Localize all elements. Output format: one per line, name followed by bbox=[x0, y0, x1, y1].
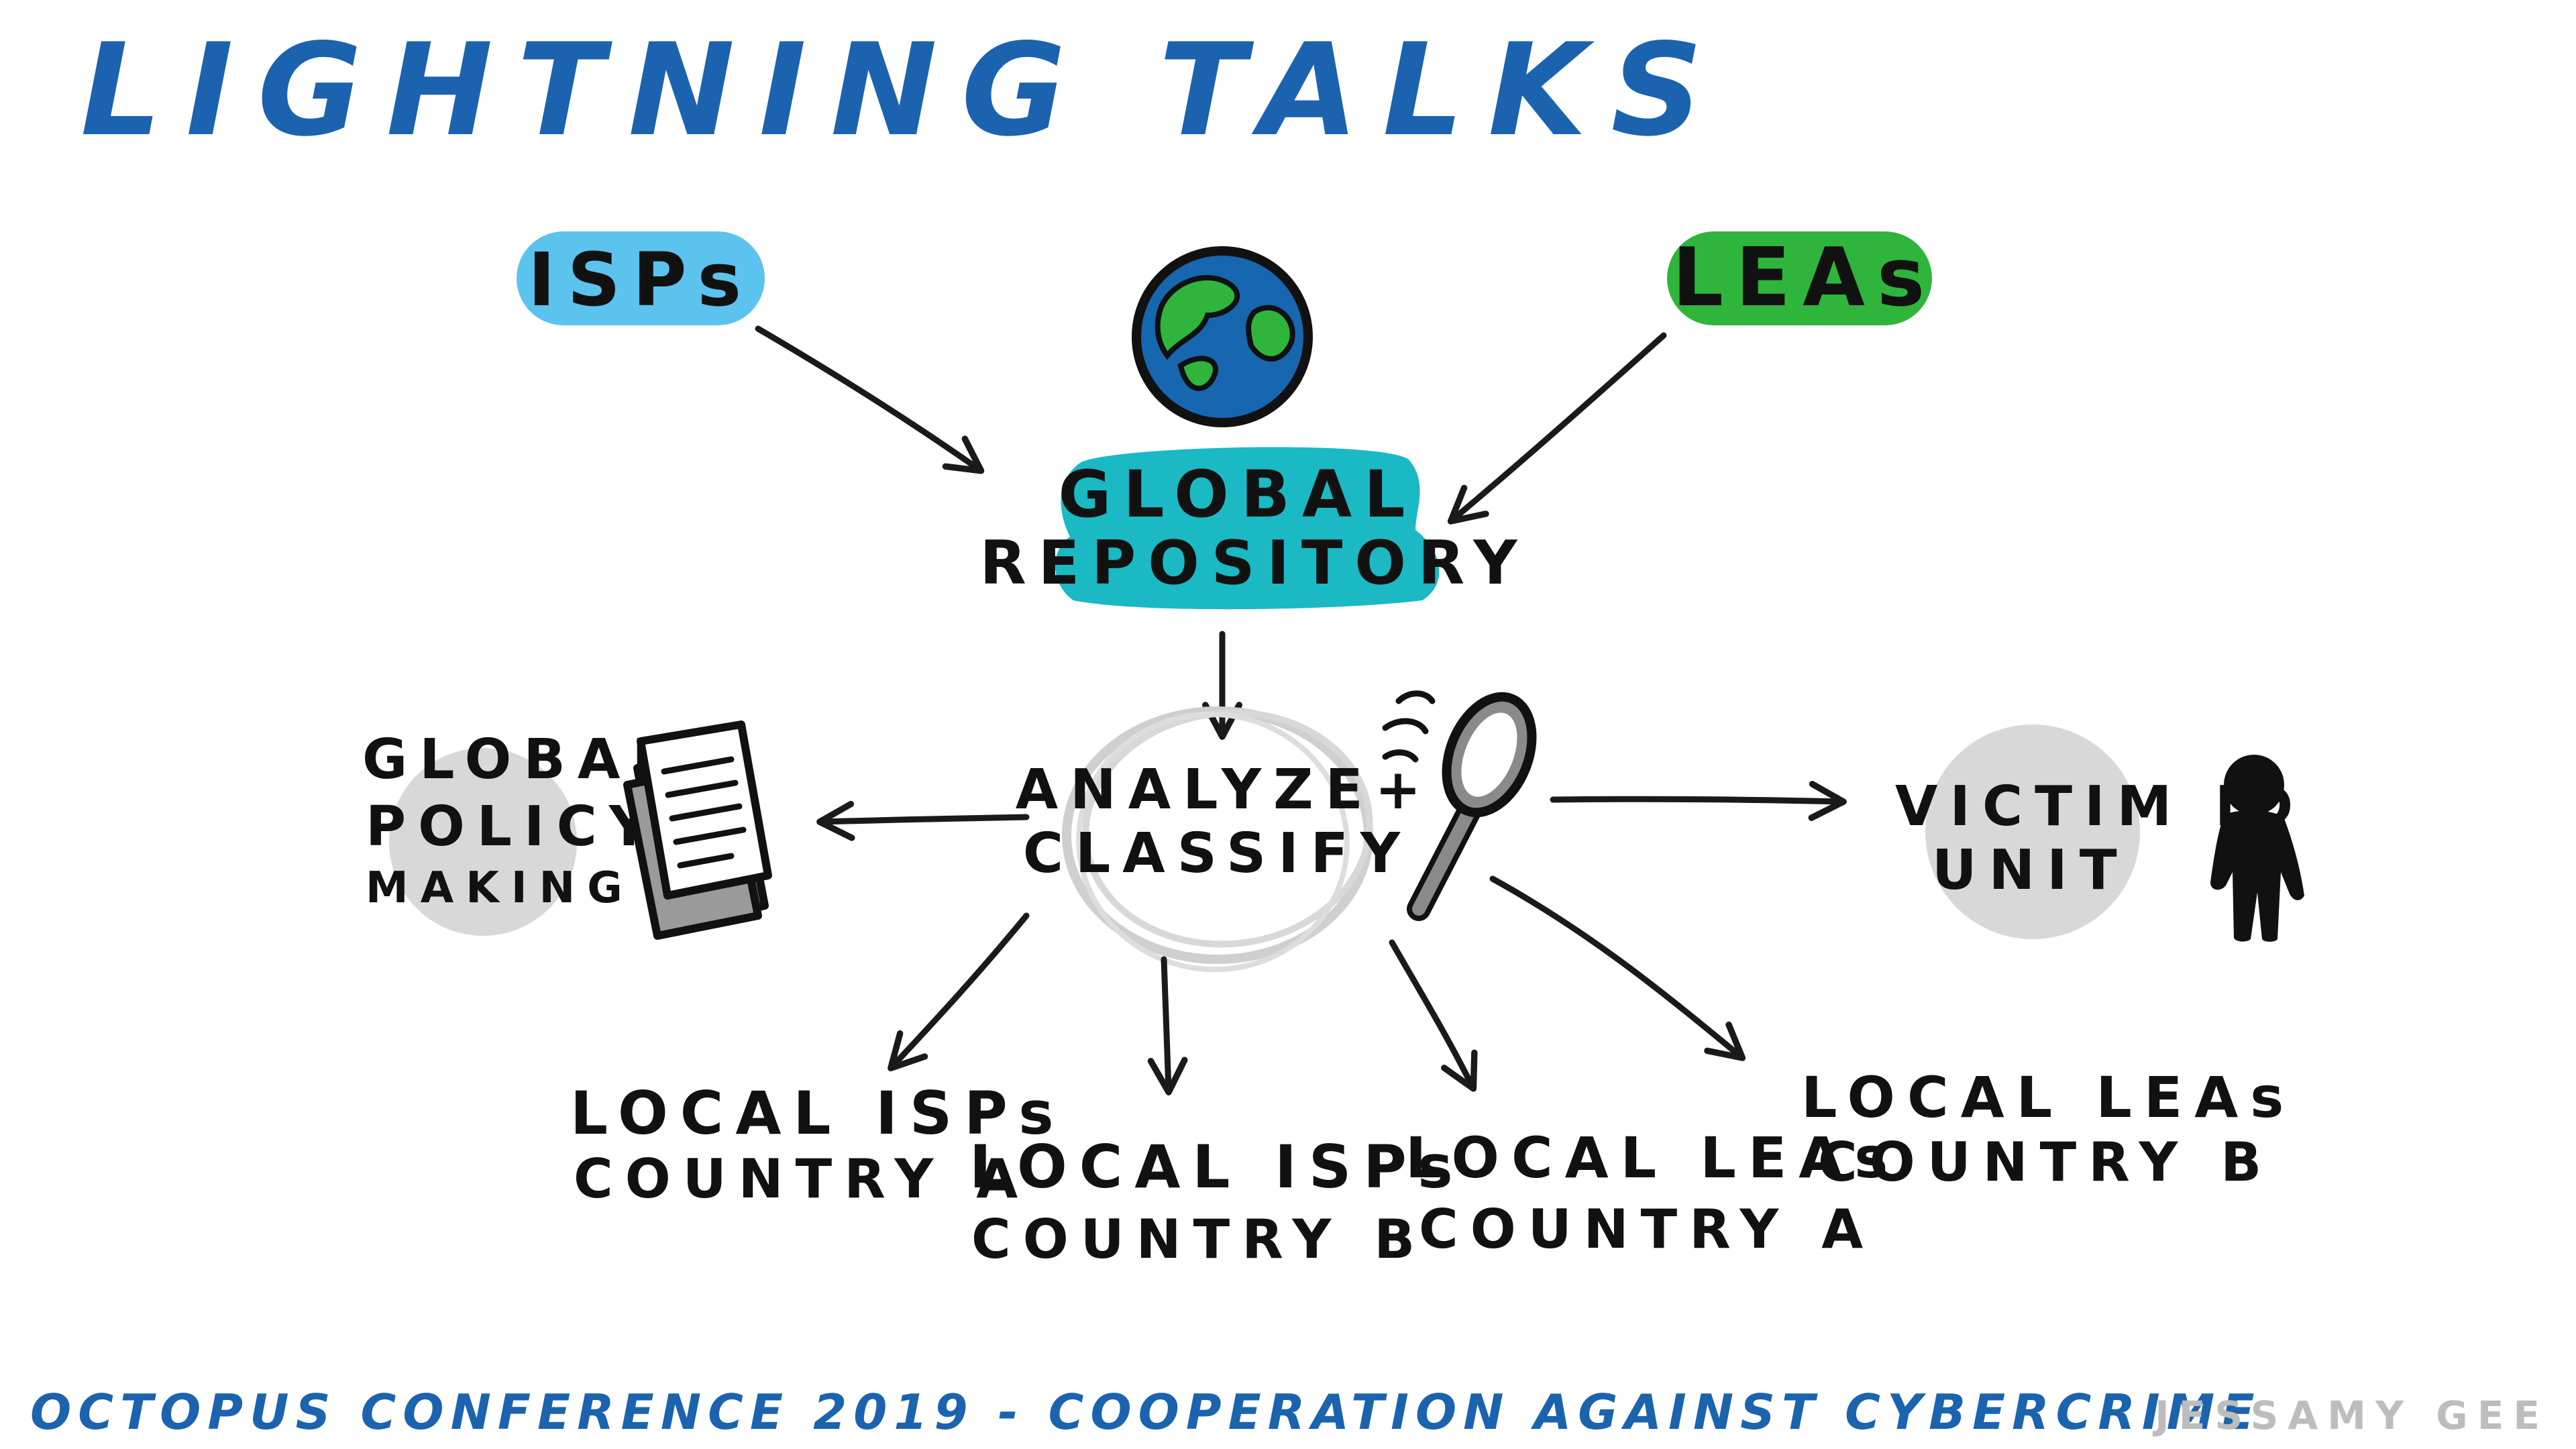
repository-label-line-2: REPOSITORY bbox=[979, 528, 1529, 598]
policy-label-line-2: POLICY bbox=[366, 795, 661, 859]
document-stack-icon bbox=[623, 720, 772, 940]
repository-label-line-1: GLOBAL bbox=[1059, 457, 1417, 532]
local-leas-a-line-1: LOCAL LEAs bbox=[1405, 1125, 1900, 1191]
policy-label-line-3: MAKING bbox=[366, 863, 635, 913]
leas-highlight bbox=[1667, 231, 1932, 325]
analyze-label-line-1: ANALYZE+ bbox=[1016, 758, 1434, 822]
arrow-leas-to-repository bbox=[1447, 332, 1667, 525]
artist-credit: JESSAMY GEE bbox=[2152, 1393, 2549, 1438]
magnifier-icon bbox=[1382, 690, 1537, 921]
local-leas-b-line-1: LOCAL LEAs bbox=[1801, 1065, 2296, 1130]
page-title: LIGHTNING TALKS bbox=[80, 16, 1727, 164]
arrow-to-local-isps-a bbox=[888, 912, 1030, 1072]
leas-node: LEAs bbox=[1667, 231, 1937, 325]
arrow-to-local-isps-b bbox=[1147, 956, 1188, 1095]
local-leas-country-b-node: LOCAL LEAs COUNTRY B bbox=[1801, 1065, 2296, 1193]
globe-icon bbox=[1132, 246, 1313, 427]
isps-label: ISPs bbox=[528, 237, 753, 323]
local-isps-country-b-node: LOCAL ISPs COUNTRY B bbox=[969, 1132, 1465, 1271]
analyze-label-line-2: CLASSIFY bbox=[1023, 822, 1412, 885]
isps-node: ISPs bbox=[517, 231, 765, 325]
global-policy-making-node: GLOBAL POLICY MAKING bbox=[362, 728, 680, 936]
arrow-isps-to-repository bbox=[755, 325, 985, 474]
arrow-analyze-to-policy bbox=[816, 800, 1030, 841]
arrow-to-local-leas-b bbox=[1489, 875, 1746, 1061]
global-repository-node: GLOBAL REPOSITORY bbox=[979, 447, 1529, 610]
local-leas-b-line-2: COUNTRY B bbox=[1818, 1131, 2273, 1193]
victim-grey-circle bbox=[1925, 724, 2140, 939]
policy-label-line-1: GLOBAL bbox=[362, 728, 680, 792]
local-isps-b-line-2: COUNTRY B bbox=[971, 1208, 1427, 1271]
victim-label-line-2: UNIT bbox=[1932, 839, 2129, 902]
victim-id-unit-node: VICTIM ID UNIT bbox=[1895, 724, 2293, 939]
footer-caption: OCTOPUS CONFERENCE 2019 - COOPERATION AG… bbox=[30, 1384, 2261, 1440]
local-leas-a-line-2: COUNTRY A bbox=[1419, 1198, 1875, 1260]
analyze-circle-3 bbox=[1076, 711, 1350, 973]
policy-grey-circle bbox=[389, 748, 577, 936]
leas-label: LEAs bbox=[1672, 231, 1937, 325]
local-isps-a-line-2: COUNTRY A bbox=[574, 1148, 1030, 1210]
local-isps-country-a-node: LOCAL ISPs COUNTRY A bbox=[570, 1079, 1066, 1210]
person-silhouette-icon bbox=[2210, 755, 2304, 942]
local-leas-country-a-node: LOCAL LEAs COUNTRY A bbox=[1405, 1125, 1900, 1260]
analyze-classify-node: ANALYZE+ CLASSIFY bbox=[1016, 706, 1434, 973]
local-isps-b-line-1: LOCAL ISPs bbox=[969, 1132, 1465, 1201]
arrow-analyze-to-victim-id bbox=[1550, 781, 1847, 821]
local-isps-a-line-1: LOCAL ISPs bbox=[570, 1079, 1066, 1148]
repository-highlight bbox=[1055, 447, 1440, 610]
isps-highlight bbox=[517, 231, 765, 325]
arrow-to-local-leas-a bbox=[1389, 939, 1478, 1092]
